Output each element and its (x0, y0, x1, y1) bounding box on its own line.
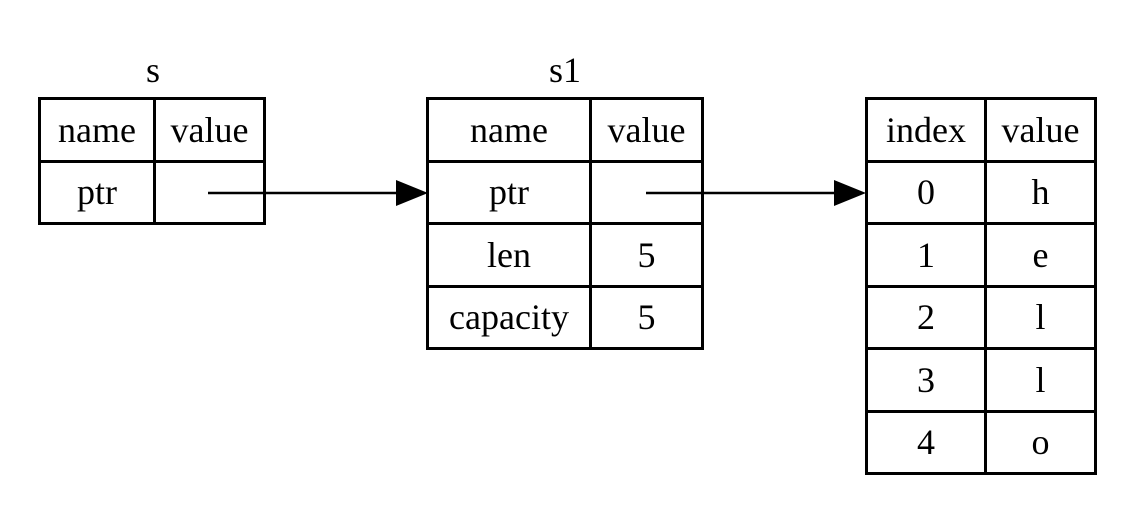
cell-capacity-value: 5 (589, 284, 704, 350)
header-value: value (589, 97, 704, 163)
heap-value-2: l (984, 284, 1097, 350)
cell-len: len (426, 222, 592, 288)
cell-capacity: capacity (426, 284, 592, 350)
arrowhead-s1-to-heap (834, 180, 866, 206)
table-title-s: s (145, 50, 160, 90)
header-name: name (426, 97, 592, 163)
heap-index-2: 2 (865, 284, 987, 350)
heap-value-1: e (984, 222, 1097, 288)
heap-value-4: o (984, 409, 1097, 475)
header-value: value (153, 97, 266, 163)
stack-table-s1: name value ptr len 5 capacity 5 (426, 97, 704, 350)
heap-index-1: 1 (865, 222, 987, 288)
cell-ptr: ptr (38, 159, 156, 225)
arrowhead-s-to-s1 (396, 180, 428, 206)
heap-table: index value 0 h 1 e 2 l 3 l 4 o (865, 97, 1097, 475)
heap-value-3: l (984, 347, 1097, 413)
header-value: value (984, 97, 1097, 163)
header-index: index (865, 97, 987, 163)
stack-table-s: name value ptr (38, 97, 266, 225)
header-name: name (38, 97, 156, 163)
heap-index-4: 4 (865, 409, 987, 475)
heap-value-0: h (984, 159, 1097, 225)
heap-index-0: 0 (865, 159, 987, 225)
cell-ptr: ptr (426, 159, 592, 225)
heap-index-3: 3 (865, 347, 987, 413)
table-title-s1: s1 (548, 50, 581, 90)
cell-len-value: 5 (589, 222, 704, 288)
